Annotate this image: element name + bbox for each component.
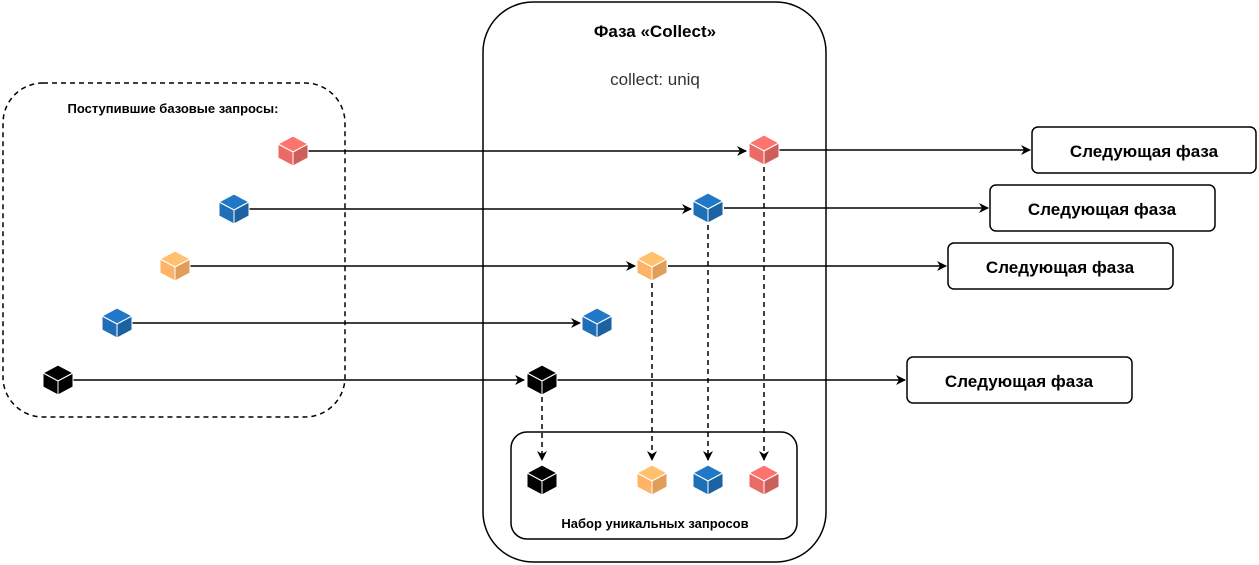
cube-right-face (292, 143, 309, 167)
cube-right-face (233, 201, 250, 225)
incoming-cube-red (277, 135, 309, 167)
cube-right-face (651, 258, 668, 282)
next-phase-label: Следующая фаза (945, 372, 1094, 391)
unique-cube-blue (692, 464, 724, 496)
cube-right-face (763, 142, 780, 166)
phase-title: Фаза «Collect» (594, 22, 716, 41)
unique-cube-orange (636, 464, 668, 496)
cube-right-face (707, 472, 724, 496)
cube-right-face (763, 472, 780, 496)
incoming-flow-arrows (73, 146, 747, 385)
next-phase-label: Следующая фаза (1070, 142, 1219, 161)
phase-cube-orange (636, 250, 668, 282)
unique-requests-set (510, 431, 798, 540)
cube-right-face (707, 200, 724, 224)
cube-right-face (651, 472, 668, 496)
incoming-cube-blue (218, 193, 250, 225)
cube-right-face (596, 315, 613, 339)
next-phase-label: Следующая фаза (986, 258, 1135, 277)
request-cubes (42, 134, 780, 496)
collect-arrows (537, 167, 769, 461)
next-phase-box-4: Следующая фаза (906, 356, 1133, 404)
cube-right-face (116, 315, 133, 339)
cube-right-face (174, 258, 191, 282)
phase-cube-black (526, 364, 558, 396)
unique-cube-black (526, 464, 558, 496)
collect-phase-container (482, 1, 827, 563)
next-phase-box-1: Следующая фаза (1031, 126, 1257, 174)
phase-cube-blue (692, 192, 724, 224)
next-phase-label: Следующая фаза (1028, 200, 1177, 219)
incoming-cube-black (42, 364, 74, 396)
unique-requests-label: Набор уникальных запросов (561, 516, 748, 531)
cube-right-face (541, 372, 558, 396)
incoming-cube-blue-duplicate (101, 307, 133, 339)
unique-cube-red (748, 464, 780, 496)
next-phase-box-2: Следующая фаза (989, 184, 1216, 232)
incoming-requests-label: Поступившие базовые запросы: (68, 101, 279, 116)
phase-subtitle: collect: uniq (610, 70, 700, 89)
incoming-requests-container (2, 82, 346, 418)
outgoing-flow-arrows (557, 145, 1031, 385)
next-phase-box-3: Следующая фаза (947, 242, 1174, 290)
cube-right-face (541, 472, 558, 496)
phase-cube-blue-duplicate (581, 307, 613, 339)
cube-right-face (57, 372, 74, 396)
phase-cube-red (748, 134, 780, 166)
incoming-cube-orange (159, 250, 191, 282)
